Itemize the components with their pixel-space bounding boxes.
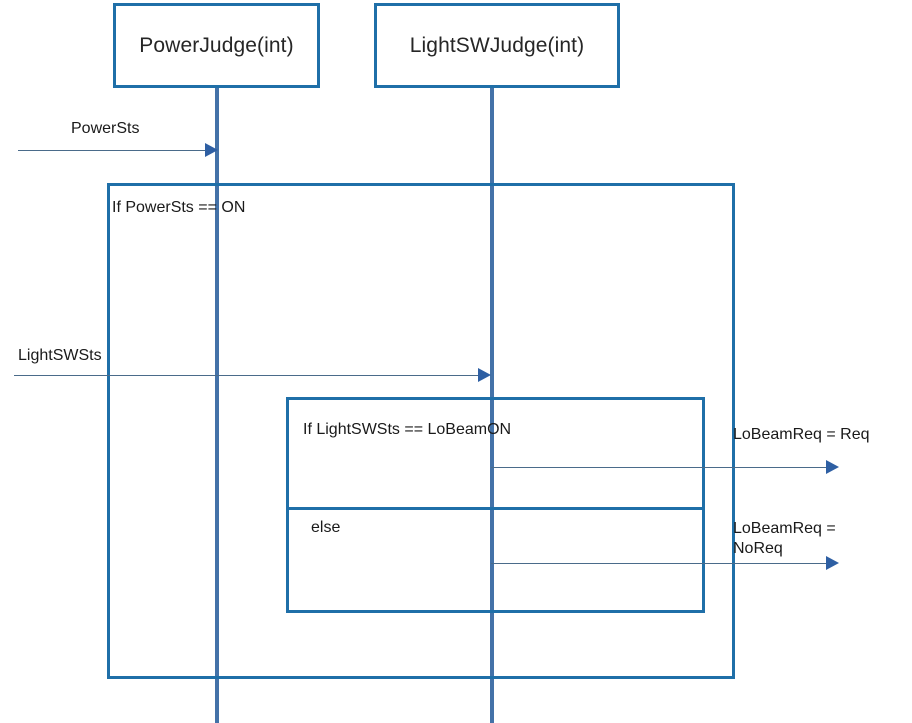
message-label-lobeamreq-noreq: LoBeamReq = NoReq — [733, 520, 836, 558]
message-line-lobeamreq-req — [491, 467, 829, 468]
fragment-inner-else-label: else — [311, 519, 341, 536]
fragment-outer-guard-label: If PowerSts == ON — [112, 199, 246, 216]
message-label-powersts: PowerSts — [71, 120, 140, 137]
fragment-inner-if-lightswsts[interactable] — [286, 397, 705, 613]
message-line-powersts — [18, 150, 210, 151]
participant-box-lightswjudge[interactable]: LightSWJudge(int) — [374, 3, 620, 88]
message-label-lobeamreq-req: LoBeamReq = Req — [733, 426, 870, 443]
message-arrowhead-lightswsts — [478, 368, 491, 382]
message-line-lightswsts — [14, 375, 480, 376]
lifeline-lightswjudge — [490, 88, 494, 723]
participant-label-powerjudge: PowerJudge(int) — [139, 33, 294, 57]
fragment-inner-divider — [286, 507, 705, 510]
fragment-inner-guard-label: If LightSWSts == LoBeamON — [303, 421, 512, 438]
lifeline-powerjudge — [215, 88, 219, 723]
participant-box-powerjudge[interactable]: PowerJudge(int) — [113, 3, 320, 88]
fragment-outer-if-powersts[interactable] — [107, 183, 735, 679]
message-arrowhead-lobeamreq-req — [826, 460, 839, 474]
message-line-lobeamreq-noreq — [491, 563, 829, 564]
message-arrowhead-lobeamreq-noreq — [826, 556, 839, 570]
participant-label-lightswjudge: LightSWJudge(int) — [409, 33, 585, 57]
message-label-lightswsts: LightSWSts — [18, 347, 102, 364]
message-arrowhead-powersts — [205, 143, 218, 157]
